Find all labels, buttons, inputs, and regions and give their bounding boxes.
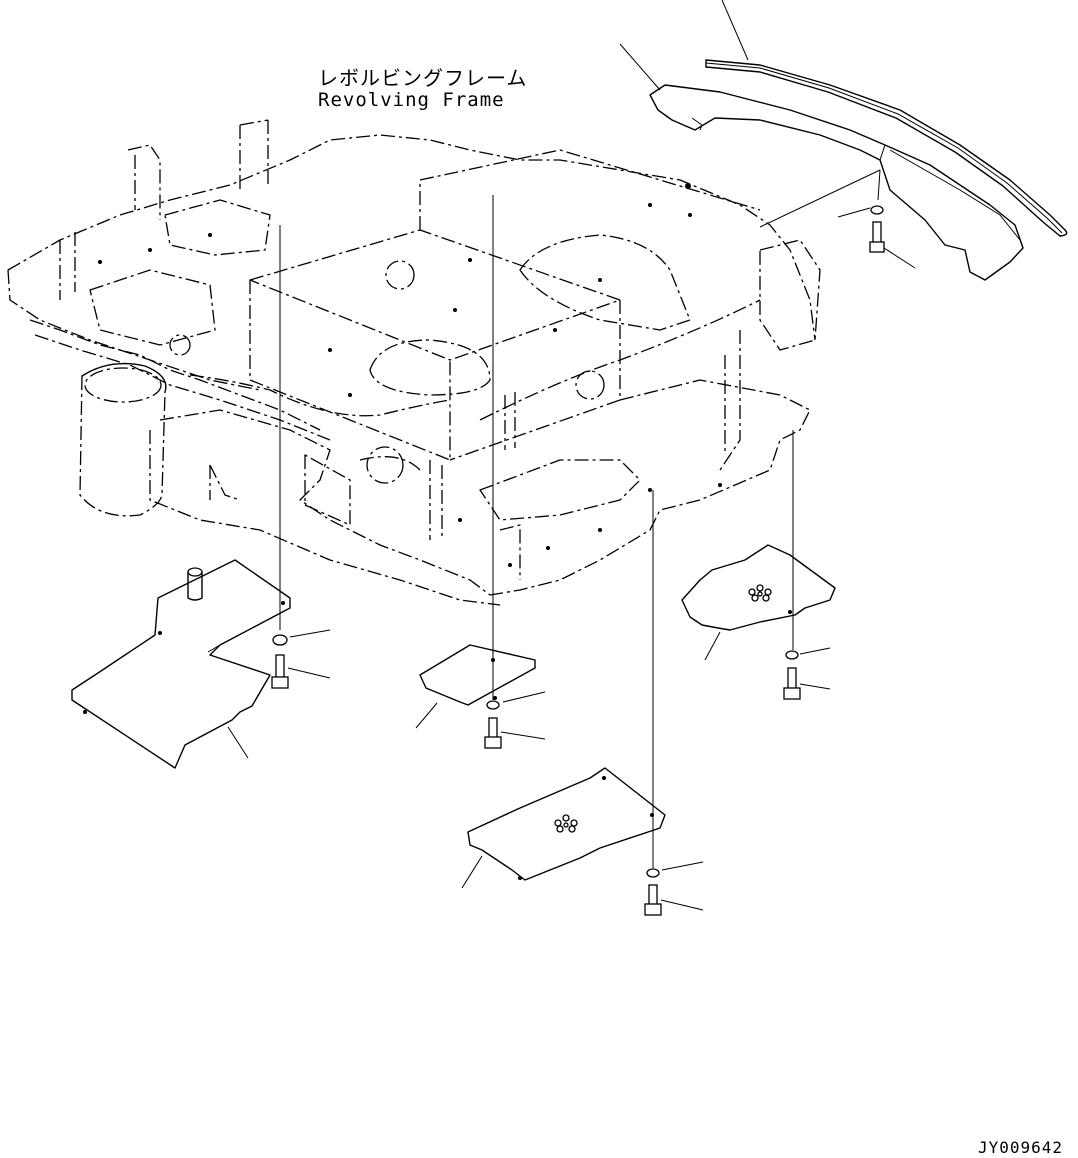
- cover-bottom-hole-pattern: [554, 814, 578, 833]
- under-cover-right: [681, 544, 836, 661]
- frame-title-english: Revolving Frame: [318, 89, 505, 111]
- under-cover-center: [415, 644, 536, 729]
- bolt-bottom: [644, 884, 704, 916]
- frame-holes: [98, 183, 722, 567]
- assembly-lines: [279, 195, 794, 868]
- under-cover-bottom: [461, 767, 666, 889]
- washer-left: [272, 629, 331, 646]
- washer-bottom: [646, 861, 704, 878]
- drawing-id: JY009642: [978, 1138, 1064, 1157]
- frame-title-japanese: レボルビングフレーム: [318, 66, 528, 90]
- cover-right-hole-pattern: [748, 584, 772, 602]
- bolt-center: [484, 717, 546, 749]
- washer-center: [486, 691, 546, 710]
- revolving-frame: [7, 119, 821, 606]
- bolt-right: [783, 667, 831, 700]
- top-cover-assembly: [619, 0, 1068, 281]
- bolt-left: [271, 654, 331, 689]
- bolt-top-right: [869, 221, 916, 269]
- washer-right: [785, 647, 831, 660]
- washer-top-right: [837, 205, 884, 218]
- under-cover-left: [71, 559, 291, 769]
